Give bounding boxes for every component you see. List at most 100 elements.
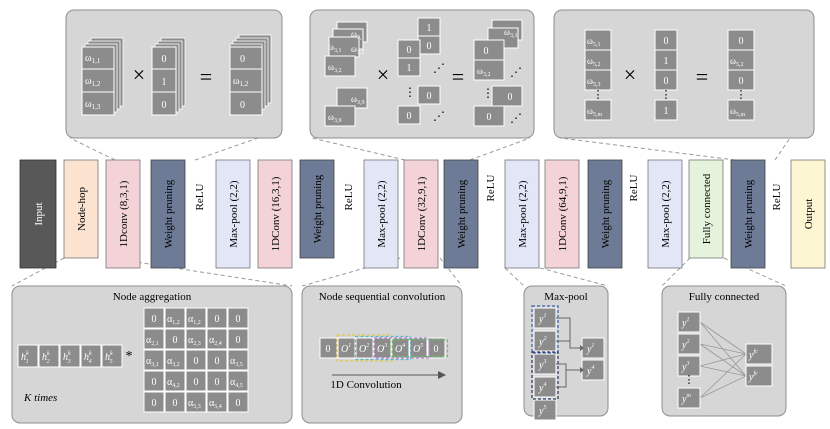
- mask-stack: 1 0 0 1 ⋰ ⋮ 0 0 ⋰: [397, 17, 445, 125]
- svg-text:ω3,2: ω3,2: [351, 44, 364, 56]
- times-symbol: ×: [133, 62, 145, 87]
- svg-text:α5,3: α5,3: [188, 398, 201, 410]
- svg-text:O3: O3: [377, 343, 387, 355]
- node-hop-label: Node-hop: [76, 187, 88, 231]
- pool-block-2: Max-pool (2,2): [363, 159, 399, 269]
- svg-text:⋰: ⋰: [510, 65, 522, 79]
- node-hop-block: Node-hop: [63, 159, 99, 259]
- svg-text:α5,4: α5,4: [209, 398, 222, 410]
- svg-text:α4,2: α4,2: [167, 377, 180, 389]
- fc-output-node: yfc: [745, 365, 773, 387]
- svg-text:0: 0: [508, 92, 513, 103]
- relu-label: ReLU: [628, 175, 640, 202]
- svg-text:y4: y4: [538, 381, 546, 394]
- prune-block-5: Weight pruning: [730, 159, 766, 269]
- pool-input-node: y5: [533, 399, 557, 421]
- pool-block-4: Max-pool (2,2): [647, 159, 683, 269]
- matrix-cell: 0: [143, 391, 165, 413]
- svg-text:⋰: ⋰: [510, 111, 522, 125]
- top-panel-3: ω5,1 ω5,2 ω5,3 ⋮ ω5,m × 0 1 0 ⋮ 1 = 0 ω5…: [553, 9, 815, 139]
- weight-column-left: ω5,1 ω5,2 ω5,3 ⋮ ω5,m: [584, 29, 612, 121]
- max-pool-title: Max-pool: [544, 291, 587, 303]
- svg-text:⋮: ⋮: [404, 85, 416, 99]
- matrix-cell: 0: [164, 391, 186, 413]
- matrix-cell: α3,5: [227, 349, 249, 371]
- svg-text:0: 0: [487, 112, 492, 123]
- weight-stack-left: ω3,1 ω3,1 ω3,2 ω3,2 ⋮ ω3,9 ω3,9: [324, 21, 368, 127]
- conv3-label: 1DConv (32,9,1): [416, 176, 428, 251]
- fc-edge: [699, 353, 747, 367]
- kernel-window: [391, 338, 449, 358]
- matrix-cell: 0: [143, 370, 165, 392]
- svg-text:0: 0: [215, 314, 220, 325]
- pool-output-node: y4: [581, 359, 605, 381]
- svg-text:yfc: yfc: [748, 348, 758, 361]
- conv-arrow-label: 1D Convolution: [330, 379, 402, 391]
- svg-text:0: 0: [739, 76, 744, 87]
- matrix-cell: α1,2: [164, 307, 186, 329]
- svg-text:ω3,2: ω3,2: [477, 66, 490, 78]
- conv3-block: 1DConv (32,9,1): [403, 159, 439, 269]
- matrix-cell: α3,1: [143, 349, 165, 371]
- conv2-label: 1DConv (16,3,1): [270, 176, 282, 251]
- sequence-cell: 0: [319, 337, 338, 359]
- svg-text:ω1,2: ω1,2: [85, 76, 101, 88]
- svg-text:0: 0: [162, 100, 167, 111]
- svg-text:0: 0: [427, 91, 432, 102]
- svg-text:α2,3: α2,3: [188, 335, 201, 347]
- svg-text:O5: O5: [413, 343, 423, 355]
- equals-symbol: =: [452, 64, 464, 89]
- svg-text:ω3,1: ω3,1: [504, 27, 517, 39]
- times-symbol: ×: [624, 62, 636, 87]
- svg-text:y1: y1: [538, 313, 546, 325]
- svg-text:y1: y1: [586, 343, 594, 355]
- matrix-cell: 0: [164, 328, 186, 350]
- pool-label: Max-pool (2,2): [660, 180, 672, 248]
- prune-label: Weight pruning: [163, 179, 175, 248]
- svg-text:0: 0: [215, 356, 220, 367]
- fc-edge: [699, 353, 747, 399]
- matrix-cell: α4,2: [164, 370, 186, 392]
- svg-text:hk2: hk2: [42, 351, 50, 365]
- svg-text:y3: y3: [538, 359, 546, 371]
- matrix-cell: 0: [227, 391, 249, 413]
- prune-block-2: Weight pruning: [299, 159, 335, 259]
- svg-text:O2: O2: [359, 343, 369, 355]
- conv1-label: 1Dconv (8,3,1): [118, 180, 130, 247]
- sequence-cell: O3: [373, 337, 392, 359]
- svg-text:yfc: yfc: [748, 370, 758, 383]
- svg-text:y5: y5: [538, 405, 546, 417]
- weight-column-right: 0 ω5,2 0 ⋮ ω5,m: [727, 29, 755, 121]
- mask-cube: 0 1 0: [151, 37, 186, 116]
- svg-text:ω3,1: ω3,1: [351, 29, 364, 41]
- svg-text:α3,5: α3,5: [230, 356, 243, 368]
- pool-edge: [556, 370, 567, 388]
- svg-text:ω1,3: ω1,3: [85, 99, 101, 111]
- svg-text:0: 0: [194, 356, 199, 367]
- svg-text:0: 0: [162, 54, 167, 65]
- matrix-cell: 0: [185, 349, 207, 371]
- kernel-window: [354, 335, 412, 361]
- pool-edge: [556, 317, 580, 349]
- svg-text:ω3,1: ω3,1: [328, 42, 341, 54]
- svg-text:0: 0: [173, 335, 178, 346]
- input-label: Input: [33, 202, 45, 225]
- svg-text:0: 0: [739, 36, 744, 47]
- prune-label: Weight pruning: [456, 179, 468, 248]
- svg-text:ω5,1: ω5,1: [587, 36, 600, 48]
- relu-label: ReLU: [194, 184, 206, 211]
- prune-label: Weight pruning: [600, 179, 612, 248]
- svg-text:⋰: ⋰: [433, 61, 445, 75]
- relu-label: ReLU: [343, 184, 355, 211]
- svg-text:ω5,m: ω5,m: [587, 106, 602, 118]
- prune-block-1: Weight pruning: [150, 159, 186, 269]
- equals-symbol: =: [696, 64, 708, 89]
- svg-text:y2: y2: [681, 339, 689, 351]
- svg-text:α2,4: α2,4: [209, 335, 222, 347]
- matrix-cell: α1,2: [185, 307, 207, 329]
